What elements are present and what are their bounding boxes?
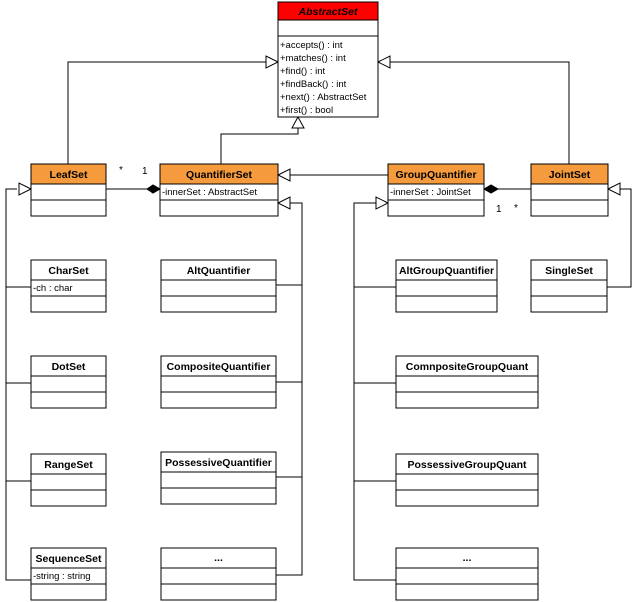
method-accepts: +accepts() : int bbox=[280, 40, 343, 51]
class-compositequantifier[interactable]: CompositeQuantifier bbox=[160, 355, 277, 409]
multiplicity-quantifier-side: 1 bbox=[142, 166, 148, 177]
class-name: PossessiveQuantifier bbox=[165, 457, 272, 469]
arrowhead-left-abstractset bbox=[265, 55, 280, 69]
edge-leafset-subclasses bbox=[5, 188, 31, 581]
arrowhead-right-abstractset bbox=[376, 55, 391, 69]
class-name: QuantifierSet bbox=[186, 169, 252, 181]
edge-singleset-to-jointset bbox=[607, 188, 632, 288]
class-possessivequantifier[interactable]: PossessiveQuantifier bbox=[160, 451, 277, 505]
class-name: GroupQuantifier bbox=[395, 169, 476, 181]
arrowhead-quantifierset-lower bbox=[276, 196, 291, 210]
method-findback: +findBack() : int bbox=[280, 79, 347, 90]
method-first: +first() : bool bbox=[280, 105, 333, 116]
connectors bbox=[5, 61, 632, 581]
class-sequenceset[interactable]: SequenceSet -string : string bbox=[30, 547, 107, 601]
method-next: +next() : AbstractSet bbox=[280, 92, 367, 103]
class-jointset[interactable]: JointSet bbox=[530, 163, 609, 217]
class-name: ComnpositeGroupQuant bbox=[406, 361, 529, 373]
attribute-string: -string : string bbox=[33, 571, 91, 582]
class-name: SequenceSet bbox=[36, 553, 102, 565]
method-find: +find() : int bbox=[280, 66, 326, 77]
class-groupquantifier[interactable]: GroupQuantifier -innerSet : JointSet bbox=[387, 163, 485, 217]
attribute-innerset: -innerSet : AbstractSet bbox=[162, 187, 257, 198]
class-name: RangeSet bbox=[44, 459, 93, 471]
class-name: CompositeQuantifier bbox=[167, 361, 271, 373]
arrowhead-quantifierset-right bbox=[276, 168, 291, 182]
class-abstractset[interactable]: AbstractSet +accepts() : int +matches() … bbox=[277, 1, 379, 118]
diamond-quantifierset bbox=[146, 184, 162, 194]
diamond-groupquantifier bbox=[482, 184, 500, 194]
class-singleset[interactable]: SingleSet bbox=[530, 259, 608, 313]
arrowhead-jointset-right bbox=[606, 182, 621, 196]
class-quantifier-more[interactable]: ... bbox=[160, 547, 277, 601]
method-matches: +matches() : int bbox=[280, 53, 346, 64]
class-name: PossessiveGroupQuant bbox=[407, 459, 527, 471]
arrowhead-bottom-abstractset bbox=[291, 115, 305, 129]
class-name: SingleSet bbox=[545, 265, 593, 277]
class-dotset[interactable]: DotSet bbox=[30, 355, 107, 409]
class-name: LeafSet bbox=[50, 169, 88, 181]
arrowhead-leafset-left bbox=[18, 182, 33, 196]
class-altquantifier[interactable]: AltQuantifier bbox=[160, 259, 277, 313]
class-compositegroupquant[interactable]: ComnpositeGroupQuant bbox=[395, 355, 539, 409]
class-leafset[interactable]: LeafSet bbox=[30, 163, 107, 217]
class-name: CharSet bbox=[48, 265, 89, 277]
class-group-more[interactable]: ... bbox=[395, 547, 539, 601]
class-rangeset[interactable]: RangeSet bbox=[30, 453, 107, 507]
edge-quantifierset-to-abstractset bbox=[220, 127, 299, 164]
class-quantifierset[interactable]: QuantifierSet -innerSet : AbstractSet bbox=[159, 163, 279, 217]
multiplicity-group-side: 1 bbox=[496, 204, 502, 215]
class-name: JointSet bbox=[549, 169, 591, 181]
class-charset[interactable]: CharSet -ch : char bbox=[30, 259, 107, 313]
class-altgroupquantifier[interactable]: AltGroupQuantifier bbox=[395, 259, 498, 313]
arrowheads bbox=[18, 55, 621, 210]
edge-groupquantifier-subclasses bbox=[353, 202, 396, 581]
edge-leafset-to-abstractset bbox=[67, 61, 270, 164]
class-name: AltGroupQuantifier bbox=[399, 265, 494, 277]
attribute-ch: -ch : char bbox=[33, 283, 73, 294]
edge-quantifierset-subclasses bbox=[276, 202, 303, 576]
attribute-innerset: -innerSet : JointSet bbox=[390, 187, 471, 198]
class-name: ... bbox=[463, 552, 472, 564]
edge-jointset-to-abstractset bbox=[386, 61, 570, 164]
class-name: ... bbox=[214, 552, 223, 564]
class-possessivegroupquant[interactable]: PossessiveGroupQuant bbox=[395, 453, 539, 507]
arrowhead-groupquantifier-left bbox=[375, 196, 390, 210]
multiplicity-joint-side: * bbox=[514, 203, 518, 214]
class-name: DotSet bbox=[52, 361, 86, 373]
class-name: AbstractSet bbox=[298, 6, 358, 18]
multiplicity-leaf-side: * bbox=[119, 165, 123, 176]
class-name: AltQuantifier bbox=[187, 265, 251, 277]
